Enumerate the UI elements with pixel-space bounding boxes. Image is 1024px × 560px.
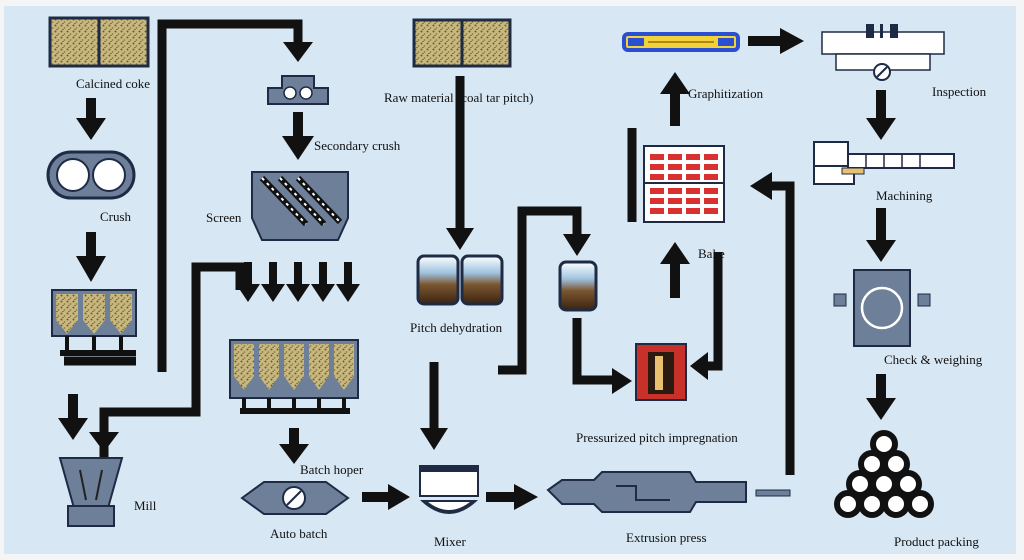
label-pressurized-pitch-impregnation: Pressurized pitch impregnation	[576, 430, 738, 445]
impregnation-vessel-icon	[635, 343, 687, 401]
calcined-coke-icon	[48, 16, 150, 68]
arrow-screen-2	[261, 262, 285, 302]
mill-icon	[58, 457, 124, 527]
arrow-to-mill-left	[58, 394, 88, 440]
label-mill: Mill	[134, 498, 157, 513]
batch-hoppers-icon	[229, 339, 359, 414]
arrow-screen-5	[336, 262, 360, 302]
label-batch-hoper: Batch hoper	[300, 462, 364, 477]
electrode-3-3	[894, 470, 922, 498]
secondary-crush-icon	[267, 75, 329, 105]
mixer-icon	[419, 465, 479, 514]
check-weighing-scale-icon	[833, 269, 931, 347]
crush-rollers-icon	[46, 150, 136, 200]
label-raw-material: Raw material (coal tar pitch)	[384, 90, 533, 105]
arrow-screen-4	[311, 262, 335, 302]
label-secondary-crush: Secondary crush	[314, 138, 401, 153]
electrode-4-1	[834, 490, 862, 518]
arrow-screen-1	[236, 262, 260, 302]
label-bake: Bake	[698, 246, 725, 261]
arrow-bake-to-impregnation	[690, 352, 708, 380]
arrow-crush-to-screens	[76, 232, 106, 282]
extrusion-press-icon	[546, 471, 791, 513]
arrow-batch-hoper	[279, 428, 309, 464]
raw-material-icon	[412, 18, 512, 68]
label-inspection: Inspection	[932, 84, 987, 99]
arrow-graphitization-to-inspection	[748, 28, 804, 54]
inspection-equipment-icon	[821, 24, 945, 81]
pitch-dehydration-tanks-icon	[416, 254, 504, 306]
label-crush: Crush	[100, 209, 132, 224]
flow-arrows	[58, 28, 896, 510]
diagram-background	[4, 6, 1016, 554]
arrow-mixer-to-press	[486, 484, 538, 510]
arrow-raw-material	[446, 228, 474, 250]
arrow-to-mill-right	[89, 432, 119, 452]
screen-hoppers-icon	[51, 289, 137, 356]
label-extrusion-press: Extrusion press	[626, 530, 707, 545]
electrode-1-1	[870, 430, 898, 458]
label-calcined-coke: Calcined coke	[76, 76, 150, 91]
electrode-4-2	[858, 490, 886, 518]
arrow-return-to-bake	[750, 172, 772, 200]
label-mixer: Mixer	[434, 534, 466, 549]
arrow-machining-to-check	[866, 208, 896, 262]
machining-lathe-icon	[813, 141, 955, 185]
arrow-to-mixer	[420, 428, 448, 450]
label-screen: Screen	[206, 210, 242, 225]
electrode-4-4	[906, 490, 934, 518]
arrow-screen-3	[286, 262, 310, 302]
arrow-tank-to-impregnation	[612, 368, 632, 394]
arrow-bake-up	[660, 242, 690, 298]
arrow-autobatch-to-mixer	[362, 484, 410, 510]
arrow-check-to-packing	[866, 374, 896, 420]
label-product-packing: Product packing	[894, 534, 979, 549]
label-machining: Machining	[876, 188, 933, 203]
label-graphitization: Graphitization	[688, 86, 764, 101]
graphitization-furnace-icon	[622, 32, 740, 52]
electrode-2-2	[882, 450, 910, 478]
arrow-graphitization-up	[660, 72, 690, 126]
arrow-top-pipe-down	[283, 42, 313, 62]
auto-batch-icon	[240, 481, 350, 515]
bake-furnace-icon	[643, 145, 725, 223]
arrow-inspection-to-machining	[866, 90, 896, 140]
pitch-tank-icon	[558, 260, 598, 312]
electrode-4-3	[882, 490, 910, 518]
product-packing-stack-icon	[834, 430, 934, 518]
label-pitch-dehydration: Pitch dehydration	[410, 320, 503, 335]
arrow-coke-to-crush	[76, 98, 106, 140]
arrow-dehydration-tank	[563, 234, 591, 256]
label-check-weighing: Check & weighing	[884, 352, 983, 367]
arrow-secondary-crush	[282, 112, 314, 160]
screen-icon	[251, 171, 349, 241]
label-auto-batch: Auto batch	[270, 526, 328, 541]
flow-lines	[64, 19, 795, 475]
step-labels: Calcined coke Crush Secondary crush Scre…	[76, 76, 987, 549]
